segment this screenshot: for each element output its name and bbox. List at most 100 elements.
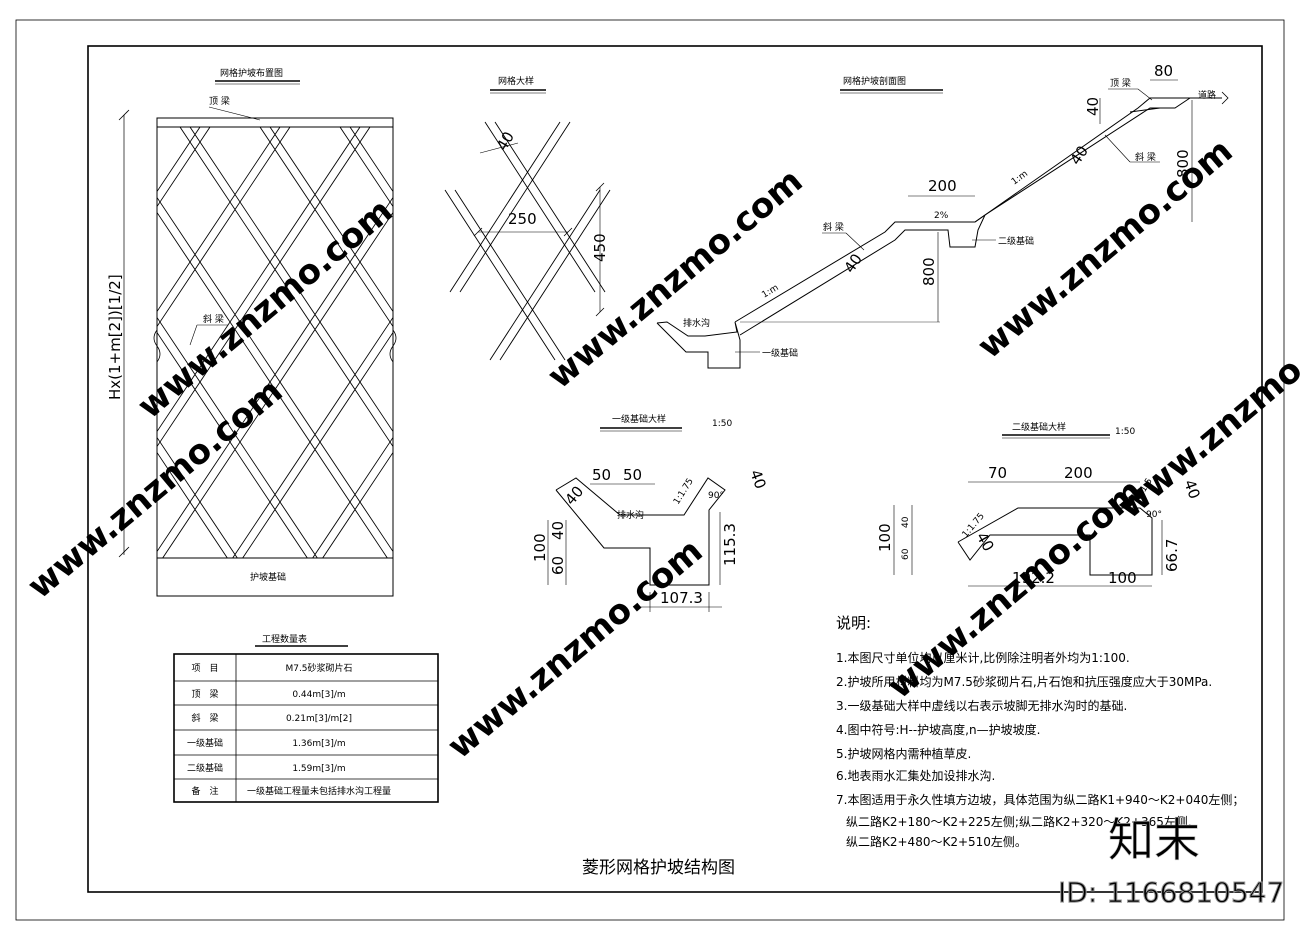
dim-40-lower: 40: [840, 250, 866, 276]
layout-view: 网格护坡布置图 顶 梁 Hx(1+m[2])[1/2] 护坡基础: [106, 67, 397, 597]
table-cell: 1.59m[3]/m: [292, 764, 345, 774]
table-frame: [173, 653, 439, 803]
dim-40-vertical: 40: [549, 521, 567, 540]
note-item: 纵二路K2+180～K2+225左侧;纵二路K2+320～K2+365左侧.: [846, 814, 1192, 829]
table-title: 工程数量表: [262, 633, 307, 645]
found2-scale: 1:50: [1115, 427, 1135, 437]
dim-70: 70: [988, 464, 1007, 482]
layout-view-title: 网格护坡布置图: [220, 67, 283, 79]
dim-tick: [118, 546, 130, 558]
table-cell: 斜 梁: [191, 712, 218, 724]
brand-logo: 知末: [1108, 813, 1200, 867]
slope-upper: 1:m: [1010, 169, 1030, 187]
dim-tick: [595, 182, 605, 192]
dim-40-right: 40: [746, 467, 769, 491]
dim-50a: 50: [592, 466, 611, 484]
found2-dim-40-vertical: 40: [901, 516, 911, 528]
top-beam-label: 顶 梁: [209, 95, 230, 107]
dim-40-upper: 40: [1066, 142, 1092, 168]
dim-40-top: 40: [1084, 97, 1102, 116]
table-cell: M7.5砂浆砌片石: [285, 662, 352, 674]
grid-strips: [444, 121, 611, 361]
leader-line: [1104, 134, 1131, 163]
found2-detail-title: 二级基础大样: [1012, 421, 1066, 433]
watermark-text: www.znzmo.com: [880, 471, 1150, 707]
quantity-table: 工程数量表 项 目 M7.5砂浆砌片石 顶 梁 0.44m[3]/m 斜 梁 0…: [173, 633, 439, 803]
diag-beam-label: 斜 梁: [203, 313, 224, 325]
slope-profile: [656, 97, 1222, 369]
road-label: 道路: [1198, 89, 1216, 101]
found2-dim-66: 66.7: [1163, 539, 1181, 572]
drawing-title: 菱形网格护坡结构图: [582, 858, 735, 878]
note-item: 3.一级基础大样中虚线以右表示坡脚无排水沟时的基础.: [836, 698, 1127, 713]
dim-60: 60: [549, 556, 567, 575]
table-cell: 项 目: [191, 663, 218, 674]
road-break: [1221, 91, 1229, 105]
break-mark: [153, 329, 161, 363]
table-cell: 0.44m[3]/m: [292, 690, 345, 700]
dim-tick: [563, 227, 573, 237]
table-cell: 顶 梁: [191, 688, 218, 700]
found1-scale: 1:50: [712, 419, 732, 429]
dim-tick: [595, 307, 605, 317]
dim-107: 107.3: [660, 589, 703, 607]
leader-line: [845, 232, 865, 251]
table-cell: 备 注: [191, 785, 218, 797]
dim-115: 115.3: [721, 523, 739, 566]
diamond-grid: [157, 127, 393, 558]
dim-250: 250: [508, 210, 537, 228]
note-item: 7.本图适用于永久性填方边坡，具体范围为纵二路K1+940～K2+040左侧；: [836, 792, 1244, 807]
grid-detail: 网格大样 40 250 450: [444, 75, 611, 361]
found2-label: 二级基础: [998, 235, 1034, 247]
notes: 说明: 1.本图尺寸单位均以厘米计,比例除注明者外均为1:100. 2.护坡所用…: [836, 614, 1244, 849]
note-item: 2.护坡所用材料均为M7.5砂浆砌片石,片石饱和抗压强度应大于30MPa.: [836, 674, 1212, 689]
note-item: 纵二路K2+480～K2+510左侧。: [846, 834, 1027, 849]
grade-label: 2%: [934, 211, 949, 221]
id-watermark: ID: 1166810547: [1058, 876, 1284, 909]
watermark-text: www.znzmo.com: [440, 531, 710, 767]
note-item: 1.本图尺寸单位均以厘米计,比例除注明者外均为1:100.: [836, 650, 1130, 665]
diag-beam-lower-label: 斜 梁: [823, 221, 844, 233]
table-cell: 二级基础: [187, 762, 223, 774]
found1-label: 一级基础: [762, 347, 798, 359]
dim-450: 450: [591, 233, 609, 262]
outer-frame: [15, 19, 1285, 921]
table-cell: 一级基础: [187, 737, 223, 749]
brand-watermark: 知末 ID: 1166810547: [1058, 813, 1285, 910]
dim-40: 40: [493, 128, 518, 154]
inner-frame: [87, 45, 1263, 893]
found2-dim-40-left: 40: [973, 529, 998, 555]
found2-dim-60: 60: [901, 548, 911, 560]
section-top-beam-label: 顶 梁: [1110, 77, 1131, 89]
found1-detail: 一级基础大样 1:50 50 50 40 40 排水沟 1:1.75 90° 1…: [531, 413, 770, 612]
dim-800-lower: 800: [920, 257, 938, 286]
height-formula: Hx(1+m[2])[1/2]: [106, 274, 124, 400]
dim-tick: [473, 227, 483, 237]
grid-detail-title: 网格大样: [498, 75, 534, 87]
table-cell: 一级基础工程量未包括排水沟工程量: [247, 785, 391, 797]
dim-200: 200: [928, 177, 957, 195]
table-cell: 1.36m[3]/m: [292, 739, 345, 749]
found2-dim-100-bottom: 100: [1108, 569, 1137, 587]
slope-outline: [156, 117, 394, 597]
found2-dim-100: 100: [876, 523, 894, 552]
dim-80: 80: [1154, 62, 1173, 80]
watermark-text: www.znzmo.com: [970, 131, 1240, 367]
note-item: 4.图中符号:H--护坡高度,n—护坡坡度.: [836, 722, 1040, 737]
ditch-label: 排水沟: [683, 317, 710, 329]
break-mark: [389, 329, 397, 363]
dim-tick: [118, 109, 130, 121]
dim-40-left: 40: [561, 482, 587, 508]
note-item: 5.护坡网格内需种植草皮.: [836, 746, 971, 761]
leader-line: [1137, 88, 1153, 101]
dim-100: 100: [531, 533, 549, 562]
leader-line: [189, 324, 198, 346]
dim-800-upper: 800: [1174, 149, 1192, 178]
section-title: 网格护坡剖面图: [843, 75, 906, 87]
notes-heading: 说明:: [836, 614, 871, 632]
note-item: 6.地表雨水汇集处加设排水沟.: [836, 768, 995, 783]
found1-angle: 90°: [708, 491, 724, 501]
dim-line: [479, 142, 519, 154]
dim-50b: 50: [623, 466, 642, 484]
